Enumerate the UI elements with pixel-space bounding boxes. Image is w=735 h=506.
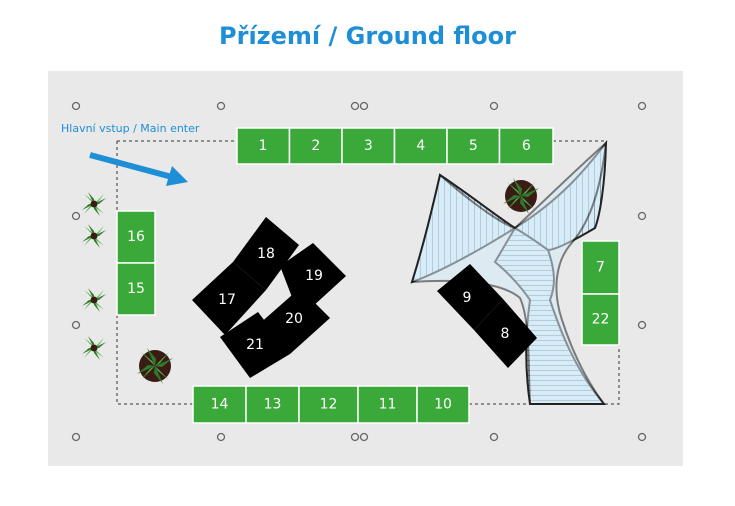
booth-label: 20 <box>285 311 303 327</box>
booth-label: 15 <box>127 281 145 297</box>
entrance-label: Hlavní vstup / Main enter <box>61 122 200 135</box>
booth-5[interactable]: 5 <box>446 127 501 165</box>
booth-8[interactable]: 8 <box>474 299 537 368</box>
booth-label: 16 <box>127 229 145 245</box>
booth-label: 17 <box>218 292 236 308</box>
booth-16[interactable]: 16 <box>116 210 156 264</box>
booth-10[interactable]: 10 <box>416 385 470 424</box>
entrance-arrow-icon <box>89 152 188 186</box>
booth-label: 4 <box>416 138 425 154</box>
page-title: Přízemí / Ground floor <box>219 22 516 50</box>
booth-label: 18 <box>257 246 275 262</box>
booth-label: 12 <box>320 397 338 413</box>
booth-label: 3 <box>364 138 373 154</box>
booth-11[interactable]: 11 <box>357 385 418 424</box>
booth-label: 2 <box>311 138 320 154</box>
booth-label: 14 <box>211 397 229 413</box>
booth-label: 19 <box>305 268 323 284</box>
booth-2[interactable]: 2 <box>288 127 343 165</box>
staircase <box>410 139 608 405</box>
booth-label: 9 <box>463 290 472 306</box>
booth-9[interactable]: 9 <box>437 264 503 330</box>
booth-13[interactable]: 13 <box>245 385 300 424</box>
booth-12[interactable]: 12 <box>298 385 359 424</box>
plant-icon <box>137 348 173 384</box>
booth-label: 10 <box>434 397 452 413</box>
booth-6[interactable]: 6 <box>498 127 554 165</box>
booth-3[interactable]: 3 <box>341 127 396 165</box>
booth-label: 7 <box>596 260 605 276</box>
booth-label: 1 <box>259 138 268 154</box>
booth-4[interactable]: 4 <box>393 127 448 165</box>
pillar-icon <box>71 101 647 442</box>
booth-15[interactable]: 15 <box>116 262 156 316</box>
booth-label: 5 <box>469 138 478 154</box>
booth-label: 6 <box>522 138 531 154</box>
booth-14[interactable]: 14 <box>192 385 247 424</box>
booth-21[interactable]: 21 <box>220 312 290 378</box>
floor-outline <box>116 141 193 405</box>
booth-label: 8 <box>501 326 510 342</box>
booth-label: 11 <box>379 397 397 413</box>
booth-7[interactable]: 7 <box>581 240 620 295</box>
booth-1[interactable]: 1 <box>236 127 291 165</box>
booth-17[interactable]: 17 <box>192 262 266 335</box>
booth-22[interactable]: 22 <box>581 293 620 346</box>
booth-18[interactable]: 18 <box>233 217 299 290</box>
booth-label: 22 <box>592 312 610 328</box>
booth-label: 21 <box>246 337 264 353</box>
booth-label: 13 <box>264 397 282 413</box>
